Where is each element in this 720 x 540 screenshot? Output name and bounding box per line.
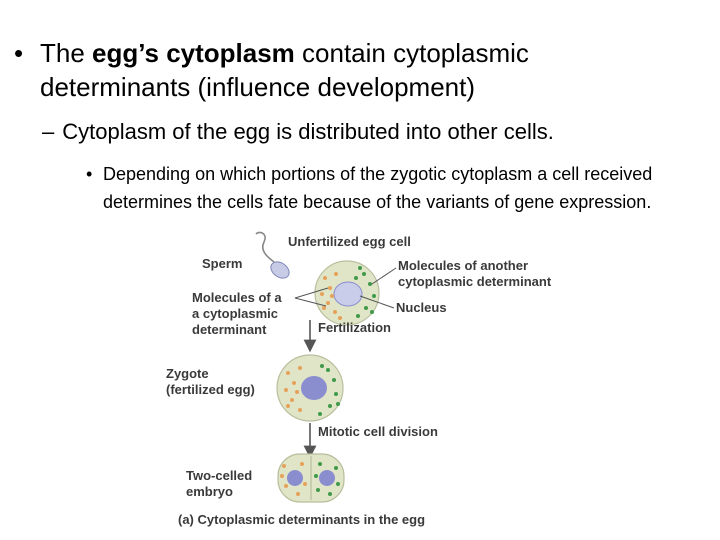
label-two-celled-2: embryo — [186, 484, 233, 499]
bullet-dot: • — [14, 38, 24, 68]
label-molecules-a-2: a cytoplasmic — [192, 306, 278, 321]
figure-caption: (a) Cytoplasmic determinants in the egg — [178, 512, 426, 527]
bullet-3: • Depending on which portions of the zyg… — [86, 160, 698, 216]
bullet-dot: • — [86, 164, 93, 184]
sperm-icon — [255, 231, 290, 279]
label-zygote-1: Zygote — [166, 366, 209, 381]
bullet-3-text: Depending on which portions of the zygot… — [103, 164, 653, 212]
label-molecules-another-2: cytoplasmic determinant — [398, 274, 552, 289]
bullet-2: –Cytoplasm of the egg is distributed int… — [42, 118, 702, 146]
bullet-1: • The egg’s cytoplasm contain cytoplasmi… — [14, 36, 614, 104]
figure-graphic — [255, 231, 397, 503]
label-molecules-a-3: determinant — [192, 322, 267, 337]
bullet-dash: – — [42, 119, 55, 144]
bullet-1-bold: egg’s cytoplasm — [92, 38, 295, 68]
unfertilized-egg-cell — [314, 260, 380, 326]
label-molecules-another-1: Molecules of another — [398, 258, 529, 273]
bullet-2-text: Cytoplasm of the egg is distributed into… — [62, 119, 554, 144]
label-unfertilized-egg: Unfertilized egg cell — [288, 234, 411, 249]
cytoplasmic-determinants-figure: Unfertilized egg cell Sperm Molecules of… — [160, 228, 580, 538]
label-two-celled-1: Two-celled — [186, 468, 253, 483]
label-zygote-2: (fertilized egg) — [166, 382, 255, 397]
label-fertilization: Fertilization — [318, 320, 391, 335]
zygote-cell — [276, 354, 344, 422]
label-molecules-a-1: Molecules of a — [192, 290, 282, 305]
label-sperm: Sperm — [202, 256, 243, 271]
two-celled-embryo — [277, 453, 345, 503]
label-mitotic-division: Mitotic cell division — [318, 424, 438, 439]
bullet-1-text: The egg’s cytoplasm contain cytoplasmic … — [40, 38, 529, 102]
label-nucleus: Nucleus — [396, 300, 447, 315]
